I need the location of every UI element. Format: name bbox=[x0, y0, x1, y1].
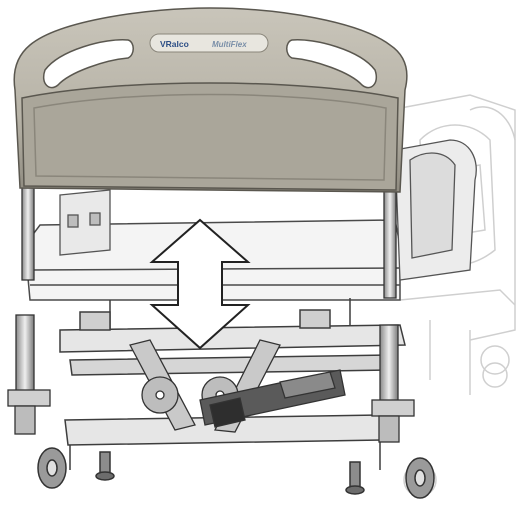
double-vertical-arrow-icon bbox=[149, 218, 251, 350]
lift-mechanism bbox=[129, 339, 346, 433]
caster-wheels bbox=[37, 447, 435, 499]
logo-primary-text: VRalco bbox=[160, 39, 189, 49]
headboard-tubes bbox=[21, 179, 397, 299]
brand-logo: VRalco MultiFlex bbox=[149, 33, 269, 53]
logo-secondary-text: MultiFlex bbox=[212, 40, 247, 49]
side-rail bbox=[59, 139, 477, 281]
post-sleeves bbox=[7, 314, 415, 443]
headboard-panel bbox=[13, 7, 408, 193]
